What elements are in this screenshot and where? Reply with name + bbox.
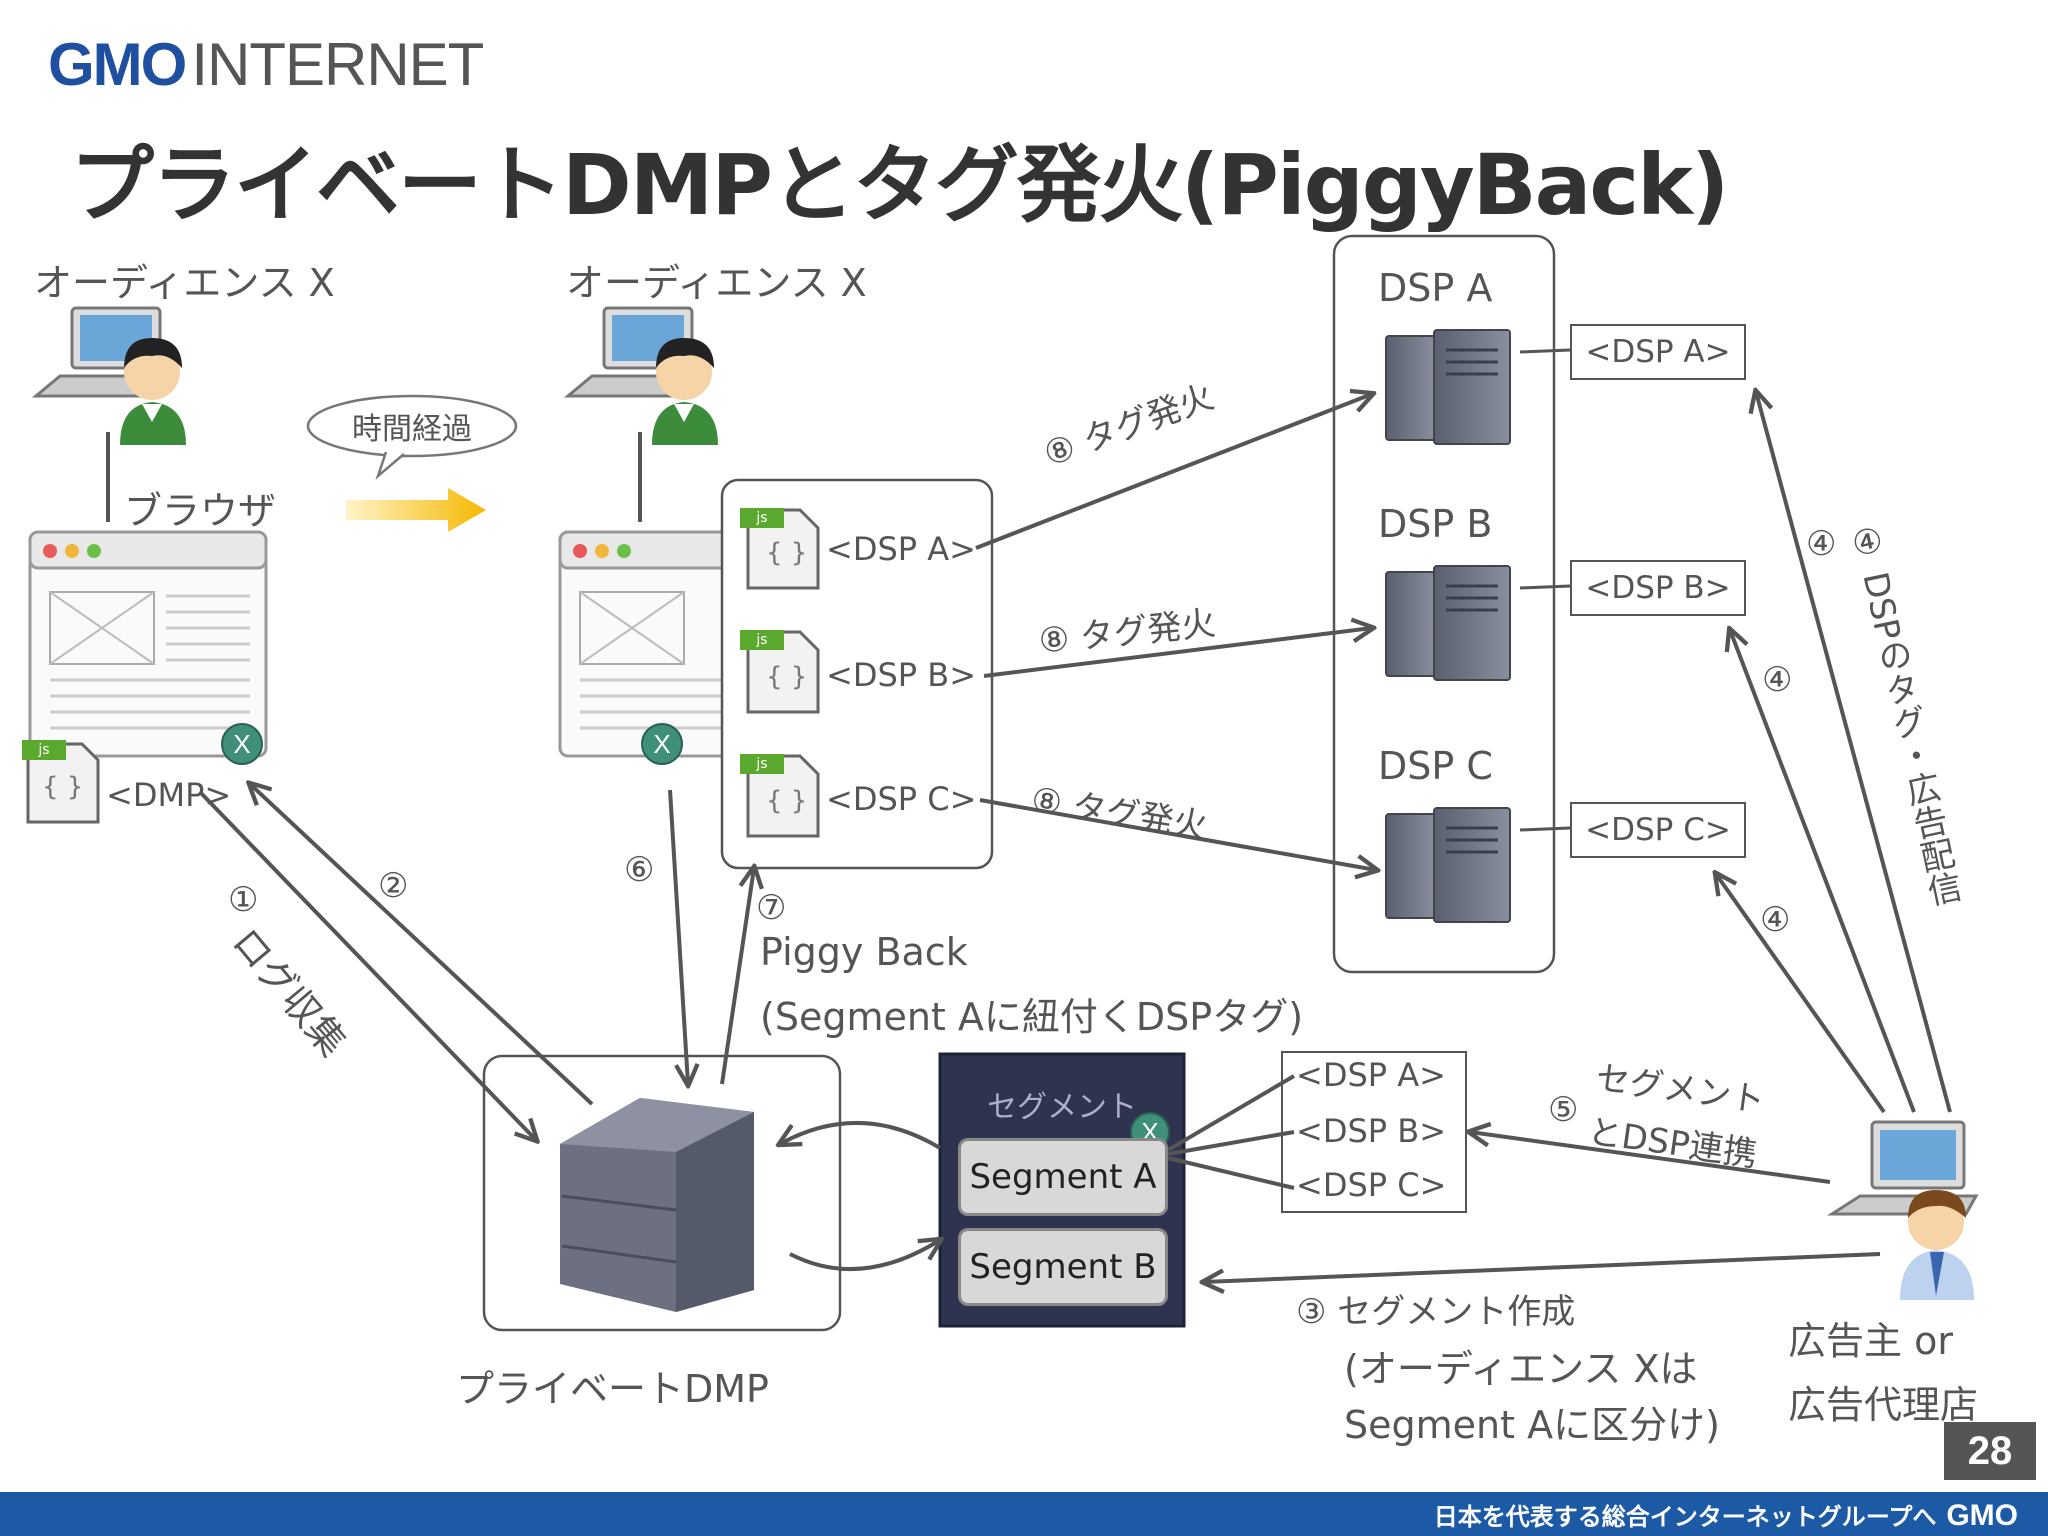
step3-title: ③ セグメント作成 <box>1296 1292 1576 1332</box>
advertiser-line1: 広告主 or <box>1788 1319 1953 1363</box>
step7-piggyback: Piggy Back <box>760 930 968 974</box>
piggy-js-label-a: js <box>756 510 768 526</box>
piggy-js-label-b: js <box>756 632 768 648</box>
left-js-label: js <box>38 742 50 758</box>
arrow-step5 <box>1470 1132 1831 1184</box>
left-audience-label: オーディエンス X <box>34 261 335 305</box>
piggy-tag-dsp-a: <DSP A> <box>826 530 976 568</box>
step3-desc-1: (オーディエンス Xは <box>1344 1347 1698 1391</box>
dsp-c-tag-box: <DSP C> <box>1570 802 1746 858</box>
private-dmp-storage-icon <box>560 1098 754 1312</box>
left-js-braces: { } <box>42 772 84 802</box>
dmp-tag-label: <DMP> <box>106 776 232 814</box>
right-audience-label: オーディエンス X <box>566 261 867 305</box>
left-person-icon <box>120 338 186 445</box>
arrow-step7 <box>720 868 754 1085</box>
arrow-step4-a <box>1756 392 1952 1113</box>
dsp-b-server-icon <box>1385 565 1511 681</box>
advertiser-person-icon <box>1900 1190 1974 1300</box>
time-elapsed-arrow-icon <box>346 488 486 532</box>
step2-number: ② <box>378 866 409 906</box>
piggy-tag-dsp-c: <DSP C> <box>826 780 977 818</box>
left-x-marker-text: X <box>233 729 251 759</box>
dsp-tag-connectors <box>1519 348 1571 832</box>
piggy-js-braces-c: { } <box>766 786 808 816</box>
right-browser-window-icon <box>558 530 762 758</box>
footer-tagline: 日本を代表する総合インターネットグループへ <box>1433 1503 1937 1531</box>
logo-gmo-text: GMO <box>48 31 187 98</box>
segment-b: Segment B <box>958 1228 1168 1306</box>
right-person-icon <box>652 338 718 445</box>
slide-title: プライベートDMPとタグ発火(PiggyBack) <box>70 136 1729 234</box>
arrow-fire-c <box>979 798 1376 870</box>
arrow-step1 <box>198 790 536 1140</box>
dsp-c-server-icon <box>1385 807 1511 923</box>
dsp-b-tag-box: <DSP B> <box>1570 560 1746 616</box>
flow-arrows <box>198 392 1952 1282</box>
step5-number: ⑤ <box>1548 1090 1579 1130</box>
dsp-c-name: DSP C <box>1378 744 1493 788</box>
logo-internet-text: INTERNET <box>191 31 484 98</box>
footer-text: 日本を代表する総合インターネットグループへ GMO <box>1434 1497 2018 1533</box>
piggy-js-braces-a: { } <box>766 538 808 568</box>
browser-label: ブラウザ <box>124 489 277 533</box>
segment-tag-dsp-a: <DSP A> <box>1296 1056 1446 1094</box>
piggy-tag-dsp-b: <DSP B> <box>826 656 976 694</box>
time-elapsed-text: 時間経過 <box>352 412 472 447</box>
left-x-marker-icon <box>221 723 263 765</box>
segment-a: Segment A <box>958 1138 1168 1216</box>
link-seg-tag-a <box>1166 1074 1296 1152</box>
dsp-b-name: DSP B <box>1378 502 1493 546</box>
segment-tag-dsp-c: <DSP C> <box>1296 1166 1447 1204</box>
step7-number: ⑦ <box>756 888 787 928</box>
step1-number: ① <box>228 880 259 920</box>
dsp-a-tag-box: <DSP A> <box>1570 324 1746 380</box>
footer-bar <box>0 1492 2048 1536</box>
private-dmp-label: プライベートDMP <box>456 1367 769 1411</box>
segment-panel-title: セグメント <box>987 1090 1137 1125</box>
arrow-segment-to-dmp <box>780 1121 942 1150</box>
step4-number-b: ④ <box>1762 660 1793 700</box>
right-x-marker-text: X <box>653 729 671 759</box>
arrow-fire-b <box>983 628 1372 678</box>
step3-desc-2: Segment Aに区分け) <box>1344 1403 1720 1447</box>
step7-desc: (Segment Aに紐付くDSPタグ) <box>760 995 1304 1039</box>
arrow-fire-a <box>975 394 1372 550</box>
arrow-step2 <box>250 784 594 1106</box>
segment-tag-box <box>1281 1051 1467 1213</box>
step4-number-a: ④ <box>1806 524 1837 564</box>
arrow-dmp-to-segment <box>789 1240 940 1271</box>
advertiser-line2: 広告代理店 <box>1788 1383 1979 1427</box>
dsp-a-name: DSP A <box>1378 266 1493 310</box>
arrow-step4-c <box>1716 874 1886 1114</box>
piggy-js-braces-b: { } <box>766 662 808 692</box>
step4-number-c: ④ <box>1760 900 1791 940</box>
piggy-js-label-c: js <box>756 756 768 772</box>
segment-tag-dsp-b: <DSP B> <box>1296 1112 1446 1150</box>
arrow-step6 <box>668 789 688 1084</box>
page-number: 28 <box>1944 1422 2036 1480</box>
left-browser-window-icon <box>28 530 268 758</box>
time-elapsed-bubble <box>306 394 518 480</box>
arrow-step3 <box>1204 1252 1881 1282</box>
left-js-file-icon <box>22 740 100 824</box>
right-x-marker-icon <box>641 723 683 765</box>
piggy-js-icons <box>740 508 820 838</box>
footer-logo: GMO <box>1946 1499 2018 1532</box>
step6-number: ⑥ <box>624 850 655 890</box>
arrow-step4-b <box>1730 630 1916 1113</box>
dsp-a-server-icon <box>1385 329 1511 445</box>
